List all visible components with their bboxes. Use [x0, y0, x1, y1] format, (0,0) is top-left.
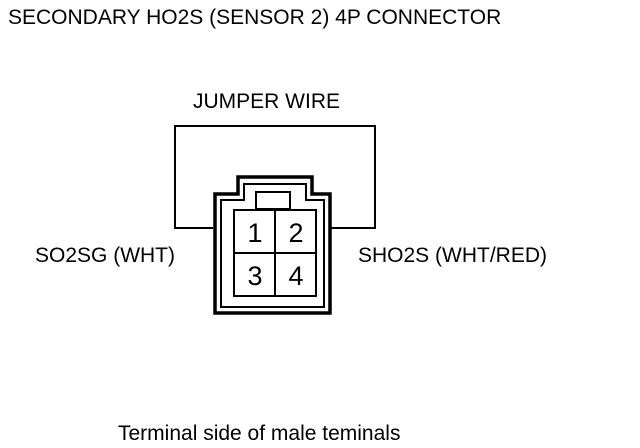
pin-1: 1: [247, 218, 262, 248]
pin-2: 2: [288, 218, 303, 248]
terminal-side-caption: Terminal side of male teminals: [118, 422, 401, 445]
connector-housing-inner: [220, 183, 325, 308]
connector-latch: [255, 191, 291, 210]
pin-4: 4: [288, 261, 303, 291]
diagram-title: SECONDARY HO2S (SENSOR 2) 4P CONNECTOR: [8, 6, 502, 29]
so2sg-wire-label: SO2SG (WHT): [35, 244, 175, 267]
jumper-wire: [174, 125, 376, 229]
jumper-wire-label: JUMPER WIRE: [193, 90, 340, 113]
sho2s-wire-label: SHO2S (WHT/RED): [358, 244, 547, 267]
pin-3: 3: [247, 261, 262, 291]
